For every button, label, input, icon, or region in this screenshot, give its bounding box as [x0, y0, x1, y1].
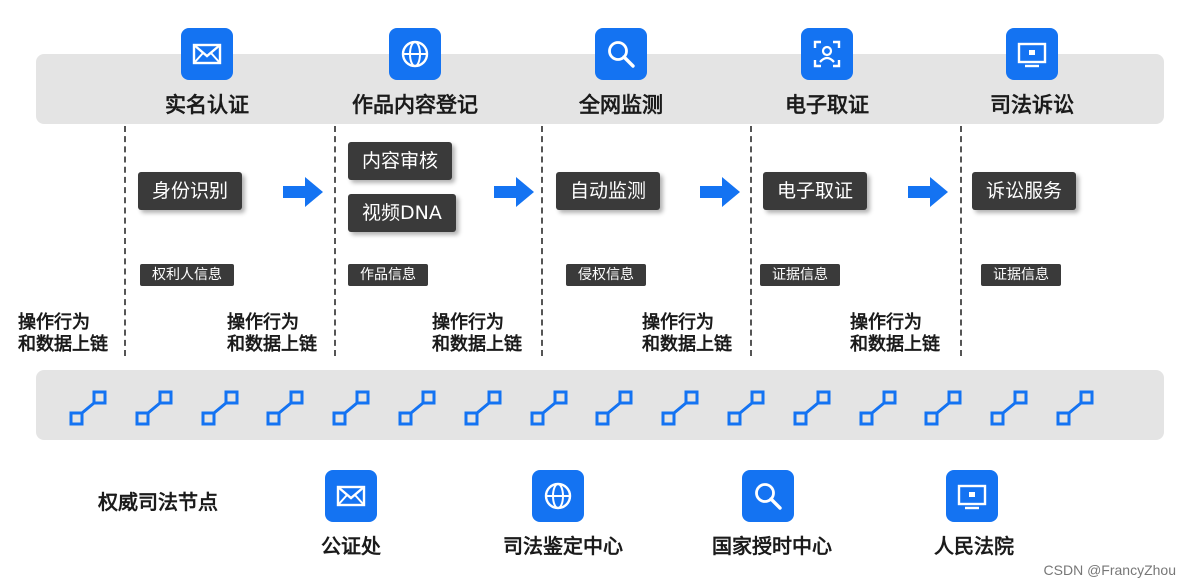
chain-link-icon — [201, 390, 239, 426]
chain-op-line2: 和数据上链 — [18, 334, 108, 355]
stage-title: 作品内容登记 — [352, 93, 478, 117]
process-box: 内容审核 — [348, 142, 453, 180]
chain-link-icon — [464, 390, 502, 426]
watermark: CSDN @FrancyZhou — [1043, 562, 1176, 578]
stage-title: 司法诉讼 — [990, 93, 1074, 117]
chain-link-icon — [859, 390, 897, 426]
node-label-time-center: 国家授时中心 — [712, 534, 832, 558]
info-tag: 作品信息 — [348, 264, 428, 286]
chain-op-label: 操作行为和数据上链 — [642, 312, 732, 356]
search-icon — [595, 28, 647, 80]
divider-line — [124, 126, 126, 356]
chain-op-label: 操作行为和数据上链 — [227, 312, 317, 356]
process-box: 视频DNA — [348, 194, 456, 232]
info-tag: 侵权信息 — [566, 264, 646, 286]
judicial-nodes-title: 权威司法节点 — [98, 490, 218, 514]
node-label-notary: 公证处 — [321, 534, 381, 558]
chain-op-line2: 和数据上链 — [432, 334, 522, 355]
chain-op-line2: 和数据上链 — [227, 334, 317, 355]
stage-title: 实名认证 — [165, 93, 249, 117]
chain-link-icon — [793, 390, 831, 426]
chain-op-line1: 操作行为 — [227, 312, 299, 333]
chain-op-line1: 操作行为 — [850, 312, 922, 333]
process-box: 电子取证 — [763, 172, 868, 210]
mail-icon — [325, 470, 377, 522]
divider-line — [541, 126, 543, 356]
chain-link-icon — [530, 390, 568, 426]
chain-op-line2: 和数据上链 — [642, 334, 732, 355]
chain-link-icon — [266, 390, 304, 426]
scan-user-icon — [801, 28, 853, 80]
process-box: 身份识别 — [138, 172, 243, 210]
info-tag: 证据信息 — [760, 264, 840, 286]
search-icon — [742, 470, 794, 522]
chain-op-line1: 操作行为 — [642, 312, 714, 333]
arrow-right-icon — [700, 177, 740, 207]
divider-line — [334, 126, 336, 356]
chain-link-icon — [1056, 390, 1094, 426]
divider-line — [960, 126, 962, 356]
chain-link-icon — [332, 390, 370, 426]
stage-title: 全网监测 — [579, 93, 663, 117]
chain-op-label: 操作行为和数据上链 — [432, 312, 522, 356]
node-label-forensic-center: 司法鉴定中心 — [503, 534, 623, 558]
info-tag: 权利人信息 — [140, 264, 234, 286]
globe-icon — [532, 470, 584, 522]
arrow-right-icon — [908, 177, 948, 207]
chain-link-icon — [727, 390, 765, 426]
arrow-right-icon — [494, 177, 534, 207]
arrow-right-icon — [283, 177, 323, 207]
chain-link-icon — [990, 390, 1028, 426]
info-tag: 证据信息 — [981, 264, 1061, 286]
divider-line — [750, 126, 752, 356]
globe-icon — [389, 28, 441, 80]
chain-link-icon — [595, 390, 633, 426]
chain-link-icon — [69, 390, 107, 426]
mail-icon — [181, 28, 233, 80]
monitor-icon — [1006, 28, 1058, 80]
chain-link-icon — [398, 390, 436, 426]
chain-op-line2: 和数据上链 — [850, 334, 940, 355]
process-box: 诉讼服务 — [972, 172, 1077, 210]
chain-link-icon — [661, 390, 699, 426]
node-label-court: 人民法院 — [934, 534, 1014, 558]
chain-op-label: 操作行为和数据上链 — [18, 312, 108, 356]
monitor-icon — [946, 470, 998, 522]
chain-link-icon — [924, 390, 962, 426]
process-box: 自动监测 — [556, 172, 661, 210]
chain-op-label: 操作行为和数据上链 — [850, 312, 940, 356]
chain-op-line1: 操作行为 — [432, 312, 504, 333]
chain-op-line1: 操作行为 — [18, 312, 90, 333]
stage-title: 电子取证 — [785, 93, 869, 117]
chain-link-icon — [135, 390, 173, 426]
